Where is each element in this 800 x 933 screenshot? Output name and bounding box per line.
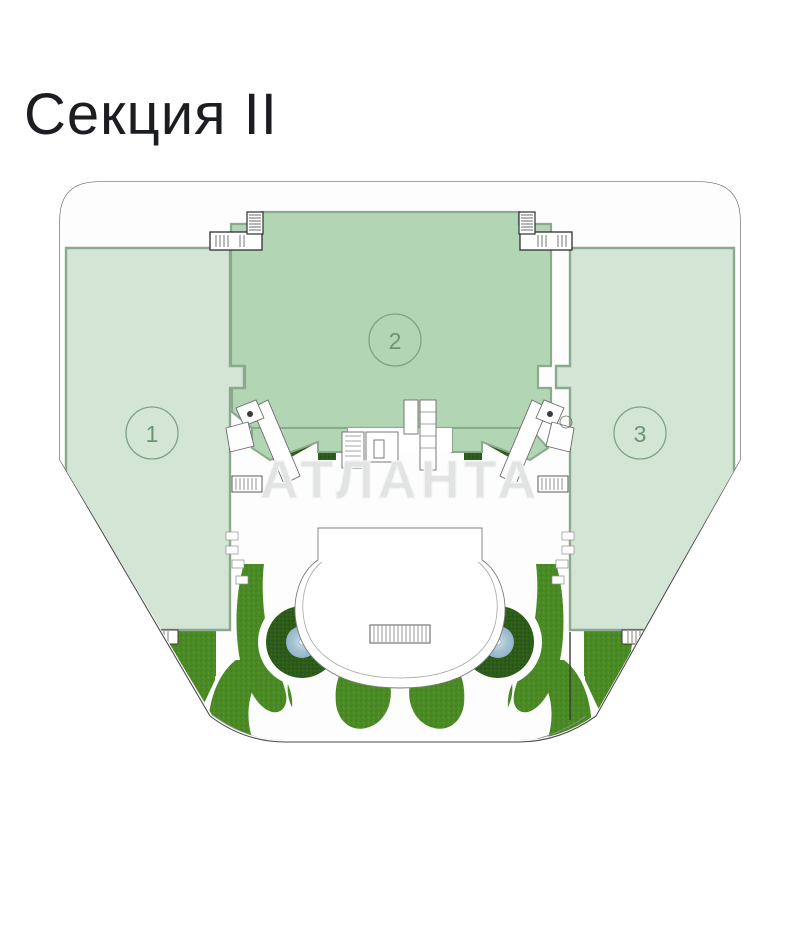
site-plan-svg: 2 1 3 [59,181,741,780]
block-3-marker-circle [613,406,667,460]
block-1-marker-circle [125,406,179,460]
canopy-left [225,399,301,485]
central-plaza [294,527,506,689]
building-block-1[interactable]: 1 [64,246,246,632]
lawn-right-main [447,660,592,740]
watermark-text: АТЛАНТА [260,450,540,510]
lawn-left-main [208,660,353,740]
entrance-stair-top-left [209,211,264,251]
lawn-left-patch [178,630,216,686]
benches-left [225,531,249,585]
page-title: Секция II [24,82,278,147]
stair-courtyard-right [537,475,569,493]
canopy-right [499,399,575,485]
floor-plan-figure: 2 1 3 [0,160,800,780]
block-2-label: 2 [389,328,402,354]
building-block-3[interactable]: 3 [554,246,736,632]
courtyard-entry-details-right [403,399,437,471]
building-block-2[interactable]: 2 [229,210,553,430]
block-2-marker-circle [368,313,422,367]
courtyard-entry-details-left [341,431,399,469]
block-1-label: 1 [146,421,159,447]
lawn-right-patch [584,630,622,686]
stair-bottom-left [123,629,179,645]
benches-right [551,531,575,585]
lawn-right-lobe-lower [428,772,486,780]
stair-courtyard-left [231,475,263,493]
stair-bottom-right [621,629,677,645]
block-3-label: 3 [634,421,647,447]
lawn-left-lobe-lower [314,772,372,780]
entrance-stair-top-right [518,211,573,251]
ramp-bottom-center [369,624,431,644]
